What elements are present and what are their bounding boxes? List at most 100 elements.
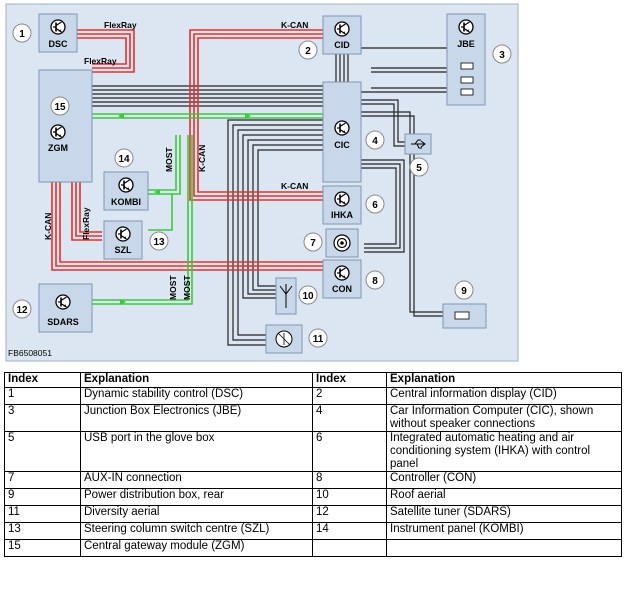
index-cell: 6 bbox=[312, 431, 387, 472]
index-cell bbox=[312, 539, 387, 557]
aerial-icon bbox=[279, 284, 293, 308]
bus-label-most: MOST bbox=[182, 275, 192, 300]
svg-text:11: 11 bbox=[313, 334, 324, 345]
most-lines bbox=[92, 113, 323, 305]
legend-table: Index Explanation Index Explanation 1 Dy… bbox=[4, 372, 622, 557]
bus-label-kcan: K-CAN bbox=[281, 181, 308, 191]
index-cell: 15 bbox=[4, 539, 81, 557]
index-cell: 11 bbox=[4, 505, 81, 523]
callout-10: 10 bbox=[298, 285, 318, 305]
callout-11: 11 bbox=[308, 328, 328, 348]
callout-13: 13 bbox=[149, 231, 169, 251]
explanation-cell: Junction Box Electronics (JBE) bbox=[80, 404, 313, 432]
explanation-cell: Controller (CON) bbox=[386, 471, 622, 489]
svg-text:10: 10 bbox=[302, 291, 314, 302]
explanation-cell: Steering column switch centre (SZL) bbox=[80, 522, 313, 540]
module-aux bbox=[325, 228, 359, 258]
module-label: JBE bbox=[457, 39, 475, 49]
module-con: CON bbox=[322, 259, 362, 299]
callout-4: 4 bbox=[365, 130, 385, 150]
module-roof-aerial bbox=[275, 277, 297, 315]
index-cell: 3 bbox=[4, 404, 81, 432]
table-row: 11 Diversity aerial 12 Satellite tuner (… bbox=[4, 505, 622, 523]
module-label: DSC bbox=[48, 39, 68, 49]
module-jbe: JBE bbox=[446, 13, 486, 106]
index-cell: 12 bbox=[312, 505, 387, 523]
callout-6: 6 bbox=[365, 194, 385, 214]
signal-lines bbox=[92, 47, 455, 346]
header-index: Index bbox=[312, 372, 387, 388]
svg-text:15: 15 bbox=[54, 102, 66, 113]
bus-label-kcan: K-CAN bbox=[43, 213, 53, 240]
explanation-cell: Car Information Computer (CIC), shown wi… bbox=[386, 404, 622, 432]
index-cell: 10 bbox=[312, 488, 387, 506]
svg-text:9: 9 bbox=[461, 286, 467, 297]
svg-text:14: 14 bbox=[118, 154, 130, 165]
bus-label-flexray: FlexRay bbox=[81, 207, 91, 240]
table-row: 5 USB port in the glove box 6 Integrated… bbox=[4, 431, 622, 472]
index-cell: 5 bbox=[4, 431, 81, 472]
index-cell: 13 bbox=[4, 522, 81, 540]
explanation-cell: AUX-IN connection bbox=[80, 471, 313, 489]
table-row: 7 AUX-IN connection 8 Controller (CON) bbox=[4, 471, 622, 489]
index-cell: 8 bbox=[312, 471, 387, 489]
svg-text:12: 12 bbox=[16, 305, 28, 316]
table-row: 13 Steering column switch centre (SZL) 1… bbox=[4, 522, 622, 540]
callout-15: 15 bbox=[50, 96, 70, 116]
module-label: SDARS bbox=[47, 317, 79, 327]
explanation-cell: Integrated automatic heating and air con… bbox=[386, 431, 622, 472]
svg-text:3: 3 bbox=[499, 50, 505, 61]
explanation-cell: Satellite tuner (SDARS) bbox=[386, 505, 622, 523]
explanation-cell: Power distribution box, rear bbox=[80, 488, 313, 506]
svg-text:2: 2 bbox=[305, 46, 311, 57]
table-row: 1 Dynamic stability control (DSC) 2 Cent… bbox=[4, 387, 622, 405]
index-cell: 1 bbox=[4, 387, 81, 405]
svg-text:8: 8 bbox=[372, 276, 378, 287]
module-usb bbox=[404, 133, 432, 155]
callout-9: 9 bbox=[454, 280, 474, 300]
usb-icon bbox=[411, 139, 426, 149]
callout-14: 14 bbox=[114, 148, 134, 168]
index-cell: 7 bbox=[4, 471, 81, 489]
module-szl: SZL bbox=[103, 220, 143, 260]
table-row: 15 Central gateway module (ZGM) bbox=[4, 539, 622, 557]
explanation-cell: Roof aerial bbox=[386, 488, 622, 506]
module-label: KOMBI bbox=[111, 197, 141, 207]
module-label: SZL bbox=[115, 245, 133, 255]
module-diversity-aerial bbox=[265, 324, 303, 354]
module-sdars: SDARS bbox=[38, 283, 93, 333]
aerial-icon bbox=[277, 332, 291, 346]
module-zgm: ZGM bbox=[38, 69, 93, 183]
callout-8: 8 bbox=[365, 270, 385, 290]
bus-label-flexray: FlexRay bbox=[84, 56, 117, 66]
explanation-cell: Dynamic stability control (DSC) bbox=[80, 387, 313, 405]
wiring-diagram: DSC CID JBE ZGM CIC KOMBI SZL IHKA bbox=[5, 3, 519, 362]
module-dsc: DSC bbox=[38, 13, 78, 53]
explanation-cell: Central gateway module (ZGM) bbox=[80, 539, 313, 557]
index-cell: 14 bbox=[312, 522, 387, 540]
number-callouts: 1 2 3 4 5 6 7 8 9 10 11 12 13 14 15 bbox=[12, 23, 512, 348]
svg-text:1: 1 bbox=[19, 29, 25, 40]
callout-3: 3 bbox=[492, 44, 512, 64]
explanation-cell: Central information display (CID) bbox=[386, 387, 622, 405]
module-cic: CIC bbox=[322, 81, 362, 183]
module-ihka: IHKA bbox=[322, 185, 362, 225]
header-explanation: Explanation bbox=[80, 372, 313, 388]
callout-7: 7 bbox=[303, 232, 323, 252]
table-row: 9 Power distribution box, rear 10 Roof a… bbox=[4, 488, 622, 506]
table-row: 3 Junction Box Electronics (JBE) 4 Car I… bbox=[4, 404, 622, 432]
bus-label-kcan: K-CAN bbox=[281, 20, 308, 30]
callout-2: 2 bbox=[298, 40, 318, 60]
module-label: IHKA bbox=[331, 210, 353, 220]
bus-labels: FlexRay FlexRay K-CAN K-CAN K-CAN K-CAN … bbox=[43, 20, 308, 300]
callout-12: 12 bbox=[12, 299, 32, 319]
index-cell: 9 bbox=[4, 488, 81, 506]
header-explanation: Explanation bbox=[386, 372, 622, 388]
svg-text:4: 4 bbox=[372, 136, 378, 147]
module-label: ZGM bbox=[48, 143, 68, 153]
index-cell: 4 bbox=[312, 404, 387, 432]
module-cid: CID bbox=[322, 15, 362, 55]
bus-label-flexray: FlexRay bbox=[104, 20, 137, 30]
svg-text:7: 7 bbox=[310, 238, 316, 249]
most-arrows bbox=[118, 113, 251, 305]
